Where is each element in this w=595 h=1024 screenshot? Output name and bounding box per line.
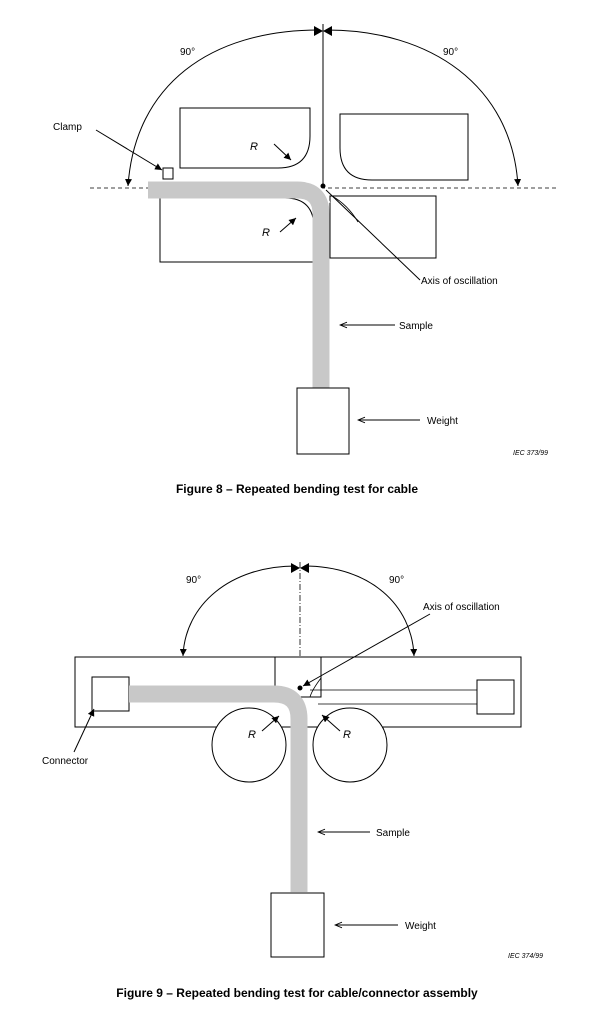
lower-left-mandrel-block xyxy=(159,197,315,263)
upper-right-mandrel-block xyxy=(339,113,469,181)
clamp-leader-arrow xyxy=(95,129,163,171)
upper-left-mandrel-block xyxy=(179,107,311,169)
weight-label: Weight xyxy=(405,921,436,932)
radius-label-top: R xyxy=(250,141,258,153)
figure-caption: Figure 8 – Repeated bending test for cab… xyxy=(176,482,418,496)
clamp xyxy=(162,167,174,180)
axis-leader-line xyxy=(325,189,421,281)
cable-bend-detail xyxy=(305,181,331,205)
left-swing-arc xyxy=(179,565,297,657)
left-swing-arc xyxy=(124,29,320,187)
right-connector xyxy=(476,679,515,715)
radius-arrow-left xyxy=(261,715,280,732)
weight-block xyxy=(296,387,350,455)
figure-reference: IEC 374/99 xyxy=(508,953,543,960)
angle-label-right: 90° xyxy=(389,575,404,586)
right-swing-arc xyxy=(326,29,522,187)
radius-label-right: R xyxy=(343,729,351,741)
figure-reference: IEC 373/99 xyxy=(513,450,548,457)
weight-label: Weight xyxy=(427,416,458,427)
center-housing-curve xyxy=(309,677,322,698)
connector-label: Connector xyxy=(42,756,89,767)
sample-label: Sample xyxy=(399,321,433,332)
radius-arrow-right xyxy=(321,714,341,732)
axis-of-oscillation-label: Axis of oscillation xyxy=(423,602,500,613)
angle-label-left: 90° xyxy=(180,47,195,58)
pivot-bowtie-icon xyxy=(314,26,332,36)
figure-8: 90° 90° Clamp R R Axis of oscillation Sa… xyxy=(53,24,558,496)
radius-arrow-bottom xyxy=(279,217,297,233)
radius-arrow-top xyxy=(273,143,292,161)
right-swing-arc xyxy=(303,565,418,657)
figure-caption: Figure 9 – Repeated bending test for cab… xyxy=(116,986,478,1000)
axis-leader-arrow xyxy=(302,613,431,687)
connector-leader-arrow xyxy=(73,708,95,753)
axis-of-oscillation-point xyxy=(320,183,326,189)
lower-right-mandrel-block xyxy=(329,195,437,259)
cable-sample xyxy=(129,685,308,892)
angle-label-left: 90° xyxy=(186,575,201,586)
left-connector xyxy=(91,676,130,712)
sample-label: Sample xyxy=(376,828,410,839)
axis-of-oscillation-label: Axis of oscillation xyxy=(421,276,498,287)
angle-label-right: 90° xyxy=(443,47,458,58)
figure-9: 90° 90° Axis of oscillation R R Connecto… xyxy=(42,562,543,1000)
weight-block xyxy=(270,892,325,958)
right-roller xyxy=(312,707,388,783)
radius-label-left: R xyxy=(248,729,256,741)
cable-sample xyxy=(148,181,330,388)
radius-label-bottom: R xyxy=(262,227,270,239)
axis-of-oscillation-point xyxy=(297,685,303,691)
pivot-bowtie-icon xyxy=(291,563,309,573)
clamp-label: Clamp xyxy=(53,122,82,133)
